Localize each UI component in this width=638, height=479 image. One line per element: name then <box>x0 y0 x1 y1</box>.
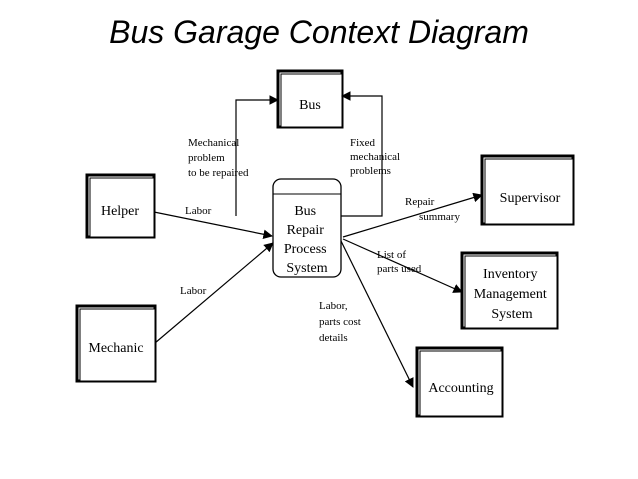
flow-labor-helper-label: Labor <box>185 205 212 217</box>
flow-labor-parts-cost-arrow <box>340 240 414 388</box>
flow-parts-used-arrow <box>342 238 463 293</box>
entity-bus-label: Bus <box>299 98 321 113</box>
flow-fixed-problems-label: Fixed mechanical problems <box>350 137 403 177</box>
diagram-title: Bus Garage Context Diagram <box>109 14 529 50</box>
flow-labor-parts-cost-label: Labor, parts cost details <box>319 300 364 344</box>
flow-mechanical-problem-label: Mechanical problem to be repaired <box>188 137 249 179</box>
entity-inventory: Inventory Management System <box>460 251 559 330</box>
entity-supervisor: Supervisor <box>480 154 575 226</box>
entity-accounting-label: Accounting <box>428 381 493 396</box>
flow-repair-summary-label: Repair summary <box>405 196 460 223</box>
flow-repair-summary-arrow <box>342 192 483 238</box>
entity-supervisor-label: Supervisor <box>500 191 561 206</box>
entity-inventory-label: Inventory Management System <box>474 267 551 322</box>
flow-labor-mechanic-label: Labor <box>180 285 207 297</box>
entity-helper-label: Helper <box>101 204 139 219</box>
flow-labor-mechanic-arrow <box>154 242 274 344</box>
flow-parts-used-label: List of parts used <box>377 249 422 275</box>
entity-mechanic: Mechanic <box>75 304 157 383</box>
process-label: Bus Repair Process System <box>284 204 330 276</box>
entity-accounting: Accounting <box>415 346 504 418</box>
entity-mechanic-label: Mechanic <box>88 341 143 356</box>
flow-labor-helper-arrow <box>153 211 273 239</box>
process-bus-repair: Bus Repair Process System <box>272 178 342 278</box>
entity-bus: Bus <box>276 69 344 129</box>
entity-helper: Helper <box>85 173 156 239</box>
flow-mechanical-problem-arrow <box>235 95 279 216</box>
flow-fixed-problems-arrow <box>341 91 383 217</box>
